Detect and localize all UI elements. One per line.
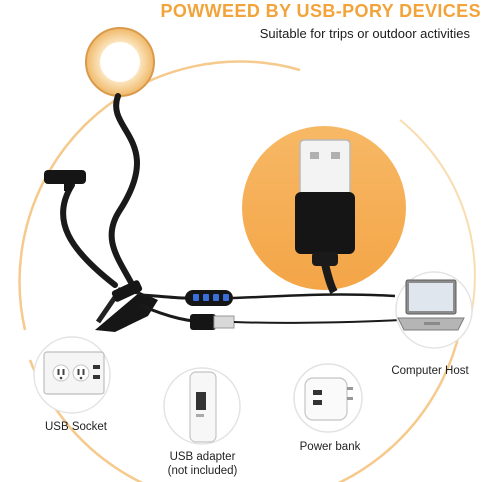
usb-adapter-label: USB adapter [169, 451, 236, 463]
power-bank-label: Power bank [299, 441, 361, 453]
subheadline: Suitable for trips or outdoor activities [259, 26, 470, 41]
inline-switch-icon [185, 290, 233, 306]
usb-power-adapter-icon [304, 377, 353, 421]
usb-plug-icon [295, 139, 355, 294]
phone-clip-icon [44, 170, 86, 191]
desk-clamp [95, 280, 158, 332]
usb-connector-closeup [242, 126, 406, 294]
power-bank-icon [189, 371, 217, 443]
wall-socket-icon [43, 351, 105, 395]
decorative-arc [18, 60, 476, 482]
computer-host-device [395, 271, 473, 349]
usb-socket-device [33, 336, 111, 414]
computer-host-label: Computer Host [391, 365, 469, 377]
power-bank-device [293, 363, 363, 433]
usb-socket-label: USB Socket [45, 421, 107, 433]
ring-light-lamp [44, 27, 401, 332]
usb-adapter-note: (not included) [167, 465, 238, 477]
usb-adapter-device [163, 367, 241, 445]
laptop-icon [397, 279, 465, 331]
headline: POWWEED BY USB-PORY DEVICES [160, 1, 481, 21]
ring-light-icon [85, 27, 155, 97]
usb-cable-plug-icon [190, 314, 235, 330]
